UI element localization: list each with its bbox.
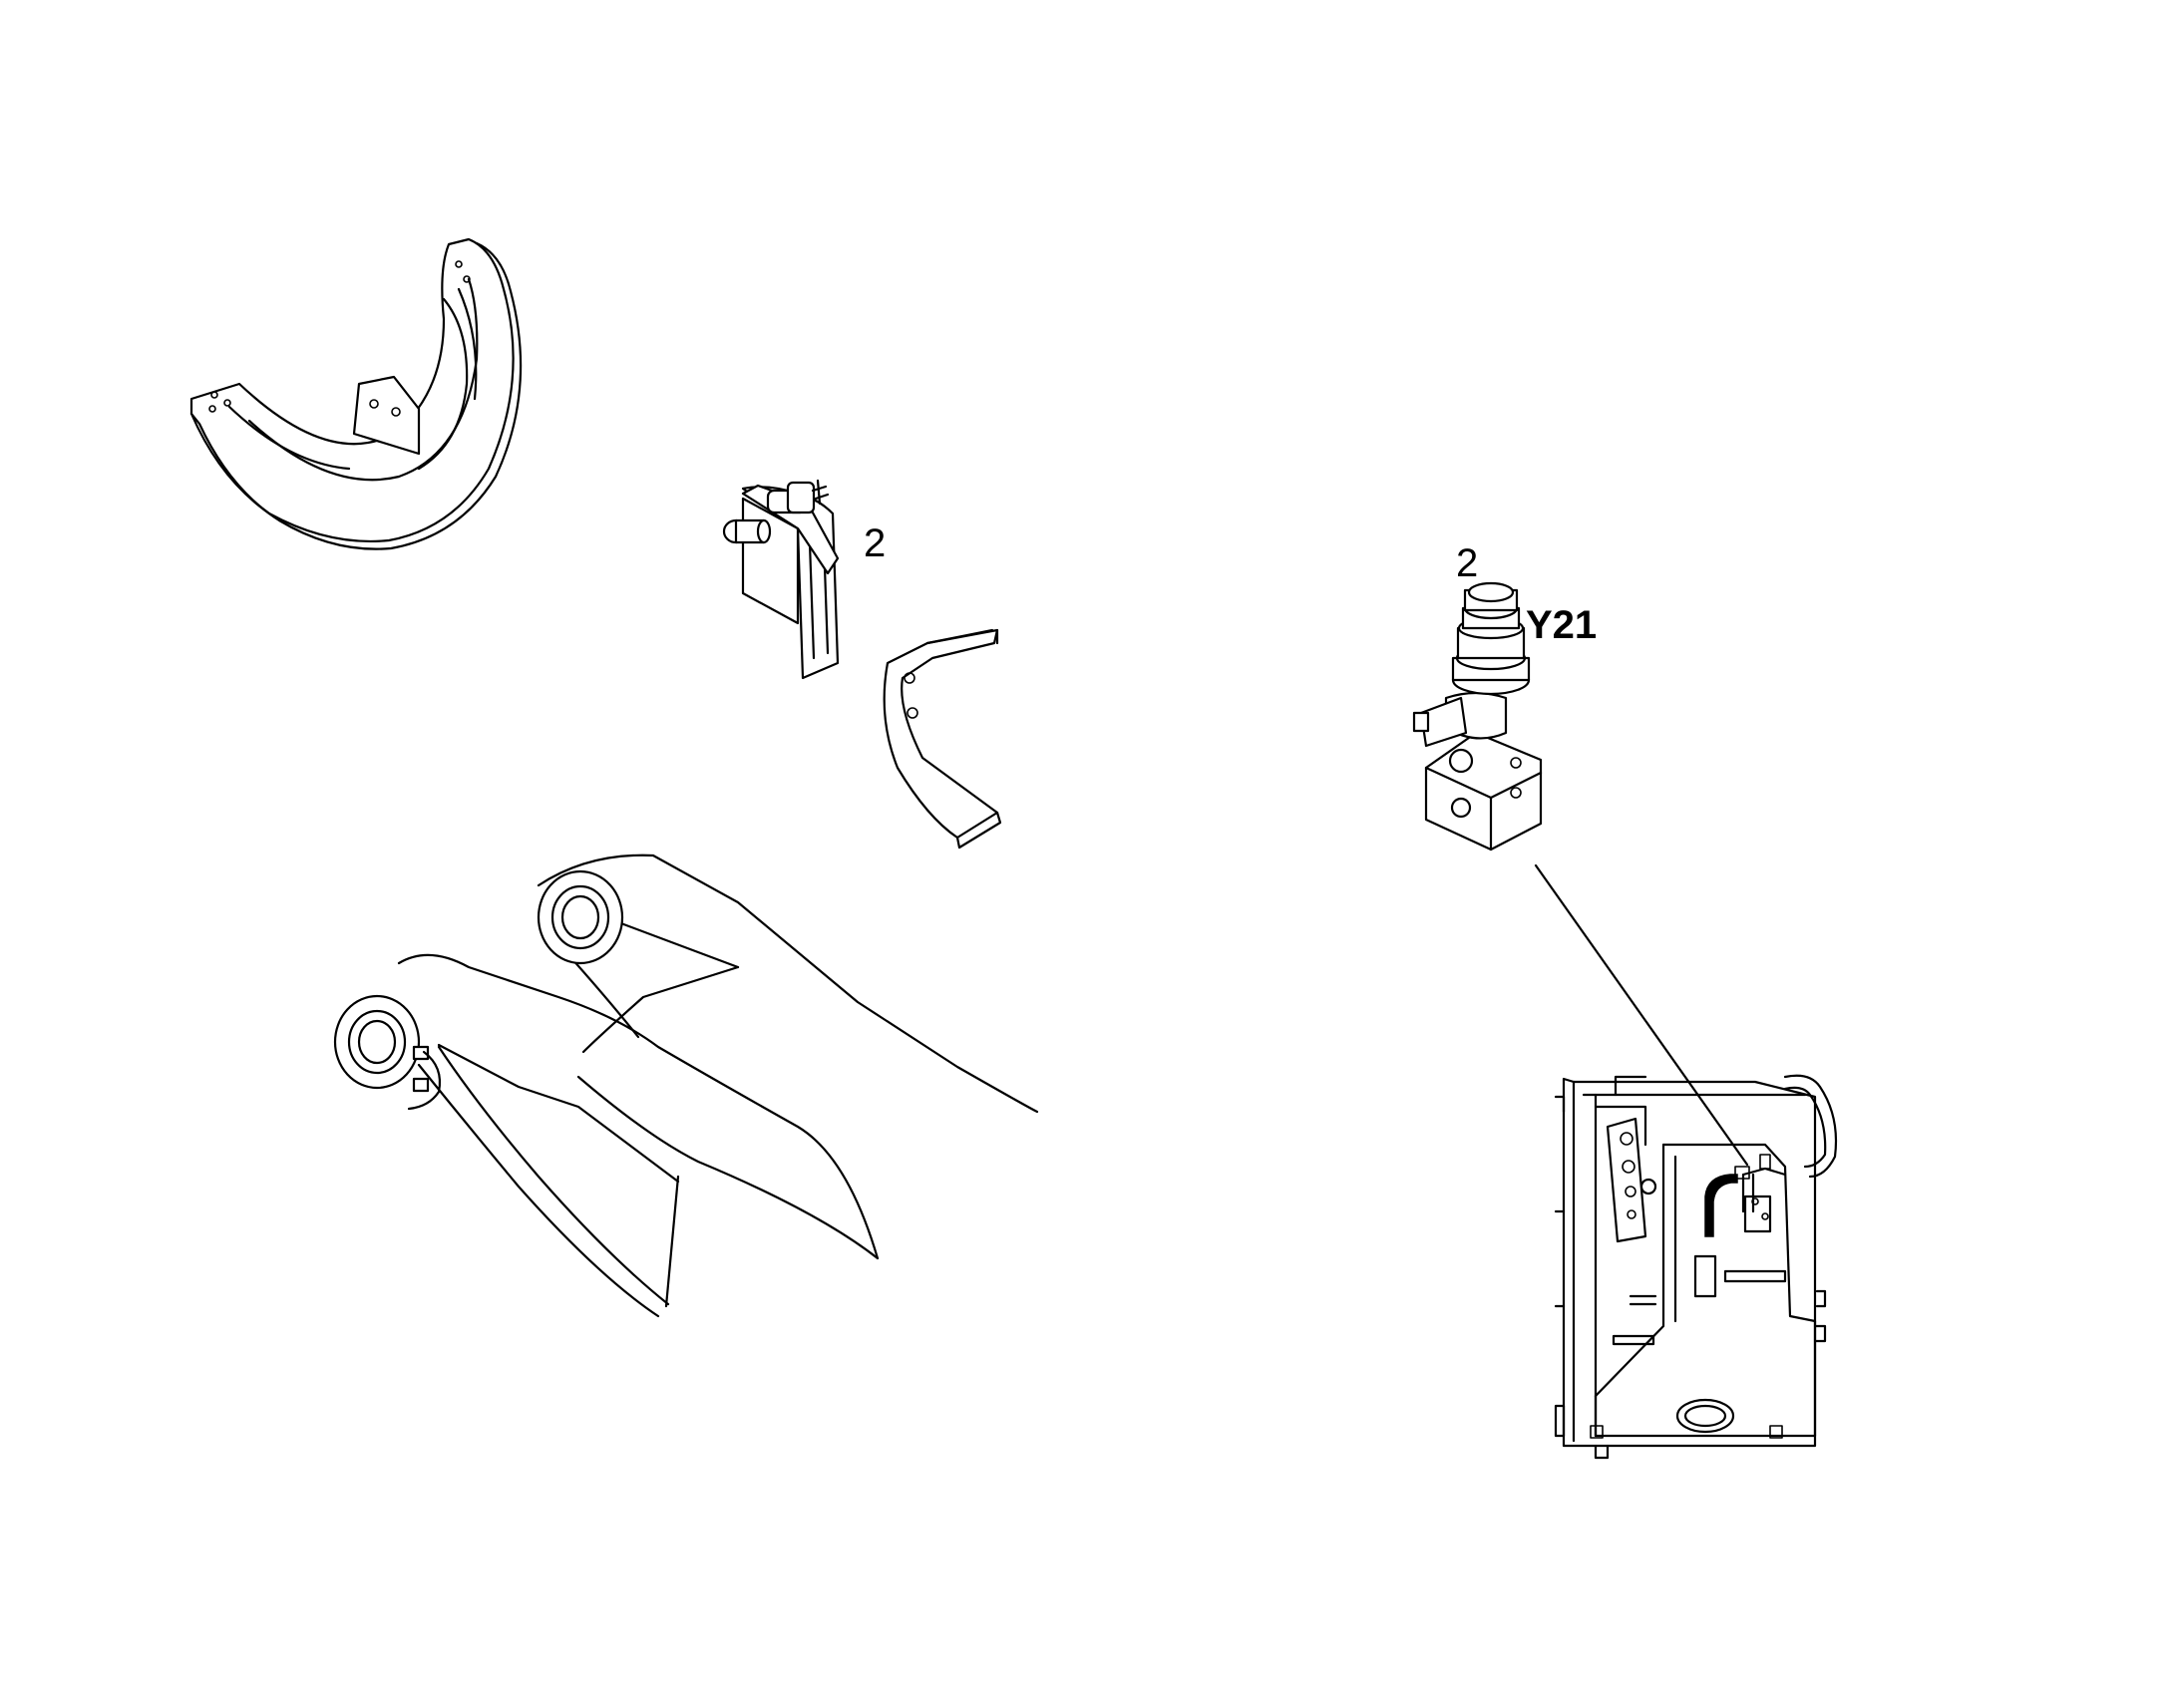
bracket-item-number: 2: [864, 521, 886, 565]
valve-code-label: Y21: [1526, 603, 1597, 647]
valve-item-number: 2: [1456, 541, 1478, 585]
curved-slotted-plate: [189, 237, 523, 550]
angled-bracket: [883, 628, 1002, 850]
leader-line: [1534, 863, 1749, 1167]
sensor-bracket-assembly: [722, 479, 840, 680]
hydraulic-frame-module: [1554, 1074, 1838, 1460]
loader-arm: [333, 854, 1039, 1318]
solenoid-valve: [1412, 581, 1543, 852]
